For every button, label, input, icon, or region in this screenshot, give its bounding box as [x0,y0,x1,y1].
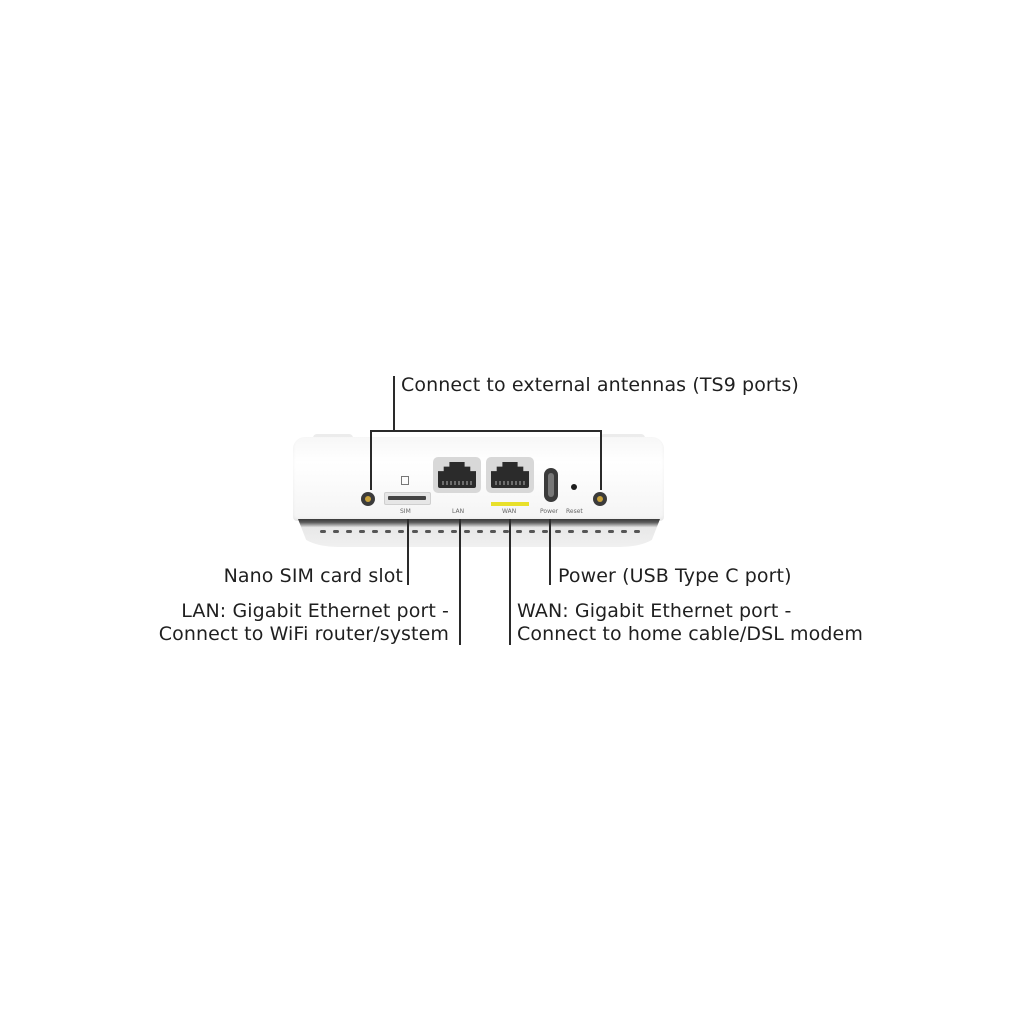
sim-callout-line [407,519,409,585]
wan-indicator-bar [491,502,529,506]
wan-port-label: WAN [502,508,517,515]
lan-callout-label-line1: LAN: Gigabit Ethernet port - [181,600,449,622]
wan-callout-label-line1: WAN: Gigabit Ethernet port - [517,600,792,622]
ventilation-slots [320,530,640,536]
wan-port [486,457,534,493]
power-callout-label: Power (USB Type C port) [558,565,792,587]
sim-card-icon [401,476,409,485]
power-callout-line [549,519,551,585]
lan-callout-line [459,519,461,645]
antenna-port-left [361,492,375,506]
sim-callout-label: Nano SIM card slot [223,565,403,587]
sim-port-label: SIM [400,508,411,515]
reset-port-label: Reset [566,508,583,515]
antenna-port-right [593,492,607,506]
antenna-callout-right-leg [600,430,602,490]
wan-callout-label-line2: Connect to home cable/DSL modem [517,623,863,645]
usb-c-power-port [544,468,558,502]
device-base [298,519,660,547]
reset-button [571,484,577,490]
sim-card-slot [384,492,431,505]
lan-callout-label-line2: Connect to WiFi router/system [158,623,449,645]
lan-port-label: LAN [452,508,465,515]
antenna-callout-left-leg [370,430,372,490]
antennas-callout-label: Connect to external antennas (TS9 ports) [401,374,799,396]
power-port-label: Power [540,508,559,515]
antenna-callout-stem [393,376,395,430]
antenna-callout-bracket [370,430,601,432]
wan-callout-line [509,519,511,645]
lan-port [433,457,481,493]
